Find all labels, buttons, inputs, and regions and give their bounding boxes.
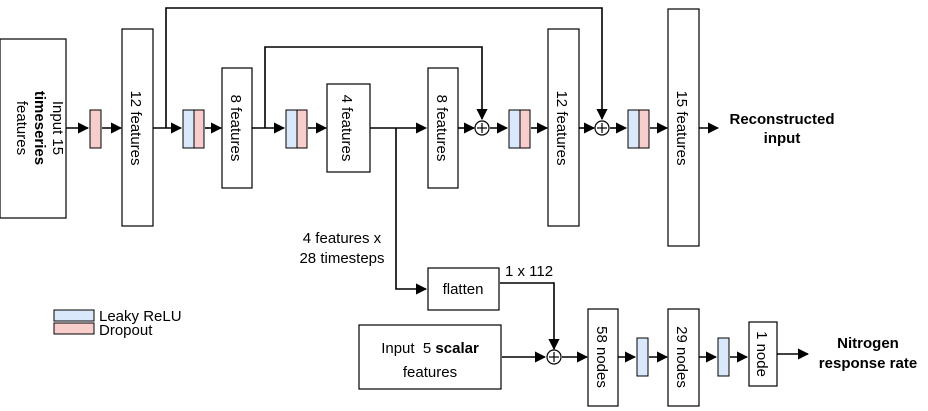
input-timeseries-line1: Input 15 [49,101,66,155]
dense-layer-29-label: 29 nodes [673,326,690,388]
decoder-layer-12: 12 features [547,28,580,227]
flatten-label: flatten [443,281,484,298]
skip-connection-8-features [264,46,488,128]
sum-node-2 [594,120,610,136]
leaky-relu-layer-2 [285,109,298,149]
encoder-layer-8: 8 features [221,67,253,189]
decoder-layer-8-label: 8 features [433,95,450,162]
leaky-relu-layer-6 [717,337,730,377]
connectors [66,7,810,363]
arrow-latent-to-flatten [395,128,428,295]
reconstructed-input-line2: input [764,130,801,147]
legend-leaky-relu-label: Leaky ReLU [99,308,182,325]
leaky-relu-layer-4 [627,109,640,149]
sum-node-1 [474,120,490,136]
input-scalar-line2: features [403,364,457,381]
reconstructed-input-line1: Reconstructed [729,111,834,128]
dropout-layer-4 [519,109,531,149]
flat-shape-label: 1 x 112 [505,263,553,280]
encoder-layer-12: 12 features [121,28,154,227]
dense-layer-58-label: 58 nodes [593,326,610,388]
dropout-layer-2 [193,109,205,149]
input-timeseries-line3: features [13,101,30,155]
decoder-layer-12-label: 12 features [553,90,570,165]
encoder-layer-12-label: 12 features [127,90,144,165]
sum-node-3 [546,349,562,365]
arrow-flatten-to-sum [500,282,560,351]
input-scalar-block: Input 5 scalar features [358,324,502,390]
latent-layer: 4 features [326,83,371,173]
latent-shape-line1: 4 features x [303,230,382,247]
dropout-layer-1 [89,109,102,149]
leaky-relu-layer-1 [182,109,195,149]
output-line2: response rate [819,355,917,372]
input-scalar-line1: Input 5 scalar [381,340,479,357]
decoder-layer-8: 8 features [427,67,459,189]
leaky-relu-layer-5 [636,337,649,377]
skip-connection-12-features [165,7,608,128]
dropout-layer-3 [296,109,308,149]
legend-dropout-swatch [53,322,95,335]
leaky-relu-layer-3 [508,109,521,149]
legend-leaky-relu-swatch [53,309,95,322]
dense-layer-29: 29 nodes [667,308,700,407]
output-line1: Nitrogen [837,335,899,352]
latent-shape-line2: 28 timesteps [299,250,384,267]
legend: Leaky ReLU Dropout [53,308,182,339]
dense-layer-1: 1 node [748,321,778,387]
encoder-layer-8-label: 8 features [227,95,244,162]
legend-dropout-label: Dropout [99,322,153,339]
dense-layer-58: 58 nodes [587,308,619,407]
decoder-layer-15-label: 15 features [673,90,690,165]
decoder-layer-15: 15 features [667,8,700,247]
input-timeseries-line2: timeseries [31,91,48,165]
dense-layer-1-label: 1 node [753,331,770,377]
dropout-layer-5 [638,109,650,149]
flatten-block: flatten [427,267,500,311]
input-timeseries-block: Input 15 timeseries features [0,38,67,219]
latent-layer-label: 4 features [338,95,355,162]
